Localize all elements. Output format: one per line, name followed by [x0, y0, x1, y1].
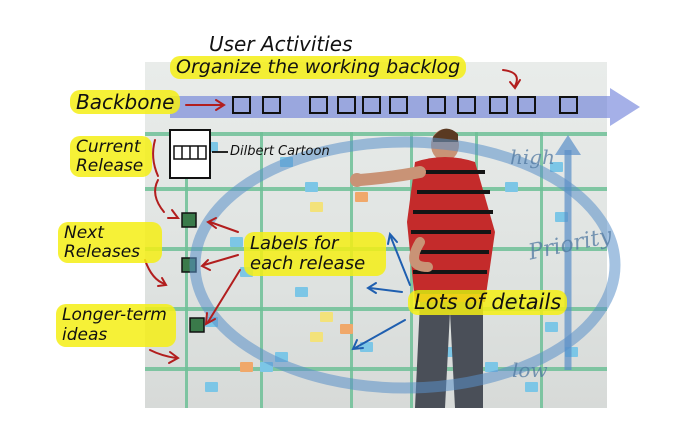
next-release-arrow-2 — [144, 259, 166, 285]
sticky-note — [505, 182, 518, 192]
board-line — [145, 132, 607, 136]
priority-low-label: low — [512, 358, 548, 382]
details-ellipse — [189, 136, 621, 394]
sticky-note — [205, 142, 218, 152]
current-release-brace — [152, 139, 159, 177]
sticky-note — [525, 382, 538, 392]
sticky-note — [305, 182, 318, 192]
dilbert-cartoon-label: Dilbert Cartoon — [230, 144, 330, 159]
lots-of-details-label: Lots of details — [408, 290, 568, 315]
sticky-note — [320, 312, 333, 322]
sticky-note — [360, 342, 373, 352]
sticky-note — [355, 192, 368, 202]
sticky-note — [545, 322, 558, 332]
labels-arrow-1 — [209, 221, 239, 233]
sticky-note — [340, 324, 353, 334]
next-release-arrow — [154, 179, 165, 213]
details-arrow-3 — [354, 319, 406, 349]
sticky-note — [205, 382, 218, 392]
longer-term-arrow — [149, 349, 177, 359]
sticky-note — [275, 352, 288, 362]
board-line — [410, 132, 413, 408]
backbone-cards — [232, 96, 578, 114]
organize-pointer-arrow — [502, 69, 518, 87]
labels-arrow-3 — [207, 269, 241, 323]
sticky-note — [260, 362, 273, 372]
board-line — [540, 132, 543, 408]
board-line — [145, 187, 607, 191]
next-releases-label: Next Releases — [58, 222, 162, 264]
release-label-card — [181, 212, 197, 228]
sticky-note — [550, 162, 563, 172]
current-release-label: Current Release — [70, 136, 152, 178]
sticky-note — [295, 287, 308, 297]
backbone-arrow-head — [610, 88, 640, 126]
priority-arrow-head — [555, 135, 581, 155]
board-line — [145, 307, 607, 311]
sticky-note — [485, 362, 498, 372]
organize-backlog-label: Organize the working backlog — [170, 56, 467, 79]
sticky-note — [445, 347, 458, 357]
board-line — [145, 367, 607, 371]
sticky-note — [240, 362, 253, 372]
details-arrow-2 — [369, 287, 403, 293]
sticky-note — [310, 332, 323, 342]
labels-for-release-label: Labels for each release — [244, 232, 386, 276]
priority-high-label: high — [510, 145, 555, 169]
release-label-card — [189, 317, 205, 333]
backbone-label: Backbone — [70, 90, 181, 114]
labels-arrow-2 — [203, 254, 239, 266]
longer-term-ideas-label: Longer-term ideas — [56, 304, 176, 348]
sticky-note — [230, 237, 243, 247]
user-activities-label: User Activities — [209, 32, 353, 56]
sticky-note — [555, 212, 568, 222]
details-arrow-1 — [389, 234, 411, 286]
sticky-note — [310, 202, 323, 212]
